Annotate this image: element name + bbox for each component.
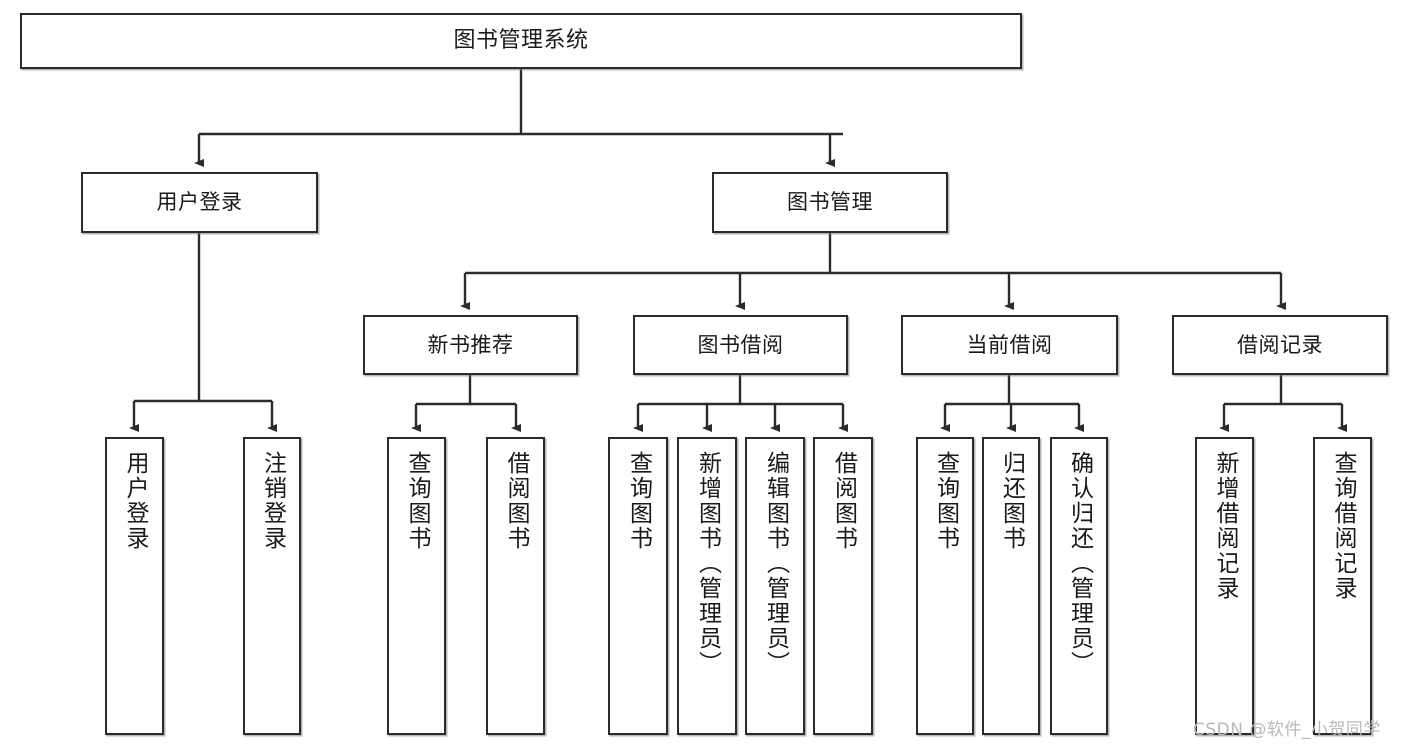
node-leaf-add-book[interactable]: 新增图书（管理员） [677, 437, 737, 735]
node-leaf-edit-book-label: 编辑图书（管理员） [762, 451, 789, 676]
node-book-borrow-label: 图书借阅 [697, 332, 784, 357]
node-leaf-confirm-return-label: 确认归还（管理员） [1066, 451, 1093, 676]
node-book-borrow[interactable]: 图书借阅 [633, 315, 848, 375]
node-leaf-user-logout[interactable]: 注销登录 [243, 437, 301, 735]
node-leaf-borrow-book-b[interactable]: 借阅图书 [813, 437, 873, 735]
node-root[interactable]: 图书管理系统 [20, 13, 1022, 69]
node-leaf-borrow-book-a[interactable]: 借阅图书 [486, 437, 545, 735]
node-leaf-user-logout-label: 注销登录 [259, 451, 286, 551]
node-new-book-rec[interactable]: 新书推荐 [363, 315, 578, 375]
node-leaf-borrow-book-a-label: 借阅图书 [503, 451, 529, 551]
node-leaf-query-book-c[interactable]: 查询图书 [916, 437, 974, 735]
node-leaf-confirm-return[interactable]: 确认归还（管理员） [1050, 437, 1108, 735]
node-user-login[interactable]: 用户登录 [81, 172, 318, 233]
node-leaf-query-book-c-label: 查询图书 [932, 451, 959, 551]
node-leaf-user-login-label: 用户登录 [122, 451, 148, 551]
node-borrow-record[interactable]: 借阅记录 [1172, 315, 1388, 375]
node-leaf-edit-book[interactable]: 编辑图书（管理员） [745, 437, 805, 735]
node-leaf-query-book-b[interactable]: 查询图书 [608, 437, 668, 735]
node-current-borrow-label: 当前借阅 [966, 332, 1053, 357]
node-borrow-record-label: 借阅记录 [1237, 332, 1323, 357]
node-root-label: 图书管理系统 [453, 27, 589, 53]
node-leaf-user-login[interactable]: 用户登录 [105, 437, 164, 735]
node-leaf-return-book[interactable]: 归还图书 [982, 437, 1040, 735]
node-leaf-add-record[interactable]: 新增借阅记录 [1195, 437, 1254, 735]
node-current-borrow[interactable]: 当前借阅 [901, 315, 1118, 375]
node-leaf-query-record[interactable]: 查询借阅记录 [1313, 437, 1372, 735]
node-leaf-query-book-b-label: 查询图书 [625, 451, 652, 551]
node-leaf-add-book-label: 新增图书（管理员） [694, 451, 721, 676]
node-leaf-borrow-book-b-label: 借阅图书 [830, 451, 857, 551]
node-new-book-rec-label: 新书推荐 [427, 332, 514, 357]
node-leaf-query-book-a-label: 查询图书 [404, 451, 430, 551]
watermark: CSDN @软件_小贺同学 [1193, 720, 1381, 740]
node-book-manage[interactable]: 图书管理 [712, 172, 948, 233]
node-leaf-query-book-a[interactable]: 查询图书 [387, 437, 446, 735]
node-leaf-query-record-label: 查询借阅记录 [1330, 451, 1356, 601]
node-leaf-return-book-label: 归还图书 [998, 451, 1025, 551]
node-book-manage-label: 图书管理 [787, 190, 873, 215]
node-user-login-label: 用户登录 [156, 190, 243, 215]
node-leaf-add-record-label: 新增借阅记录 [1212, 451, 1238, 601]
